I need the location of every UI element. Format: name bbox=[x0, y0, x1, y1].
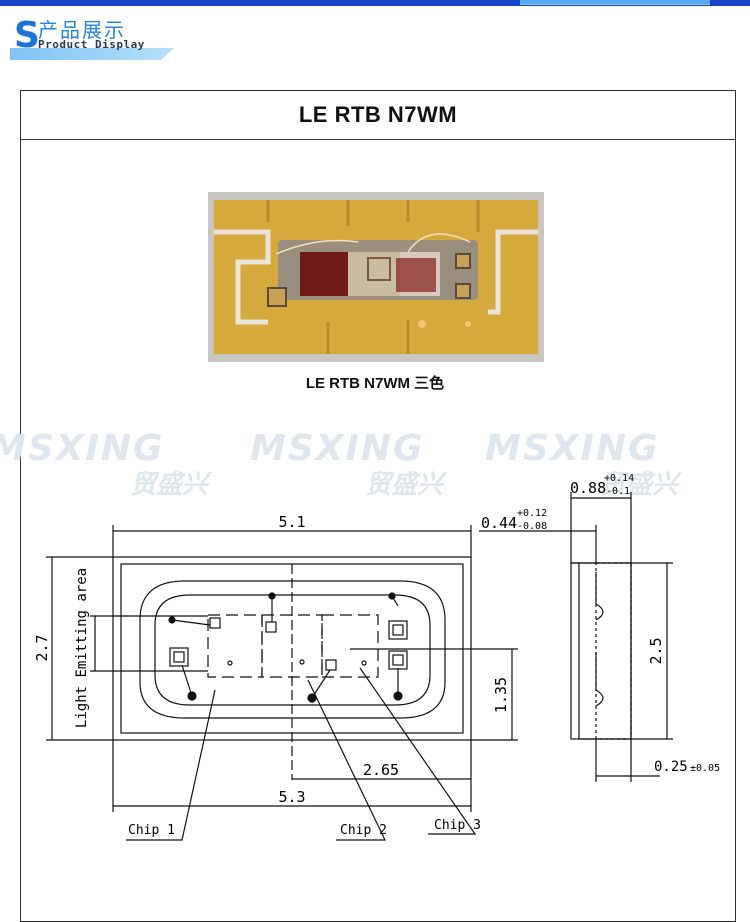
pad-left bbox=[169, 647, 189, 667]
chip-3-label: Chip 3 bbox=[434, 818, 481, 833]
dim-thickness-base: 0.88 bbox=[570, 479, 606, 497]
product-title: LE RTB N7WM bbox=[298, 102, 458, 127]
side-view-body bbox=[570, 562, 632, 740]
header-title-en: Product Display bbox=[38, 38, 145, 51]
dim-lens-base: 0.44 bbox=[481, 514, 517, 532]
dim-thickness-tol-plus: +0.14 bbox=[604, 473, 634, 484]
dim-lens-tol-minus: -0.08 bbox=[517, 521, 547, 532]
header-title-cn: 产品展示 bbox=[38, 18, 126, 42]
watermark-brand-en-1: MSXING bbox=[0, 428, 165, 469]
product-title-row: LE RTB N7WM bbox=[21, 91, 735, 140]
dim-offset-right: 1.35 bbox=[492, 677, 510, 713]
section-header: S 产品展示 Product Display bbox=[10, 12, 185, 60]
watermark-brand-en-3: MSXING bbox=[485, 428, 660, 469]
dim-height-left: 2.7 bbox=[33, 634, 51, 661]
dim-side-pad-tol: ±0.05 bbox=[690, 763, 720, 774]
product-photo bbox=[208, 192, 544, 362]
dim-lens-tol-plus: +0.12 bbox=[517, 508, 547, 519]
top-bar bbox=[0, 0, 750, 6]
dim-width-bottom: 5.3 bbox=[278, 788, 305, 806]
header-underline-bar bbox=[10, 48, 174, 60]
pad-right-bottom bbox=[388, 650, 408, 670]
product-photo-caption: LE RTB N7WM 三色 bbox=[305, 375, 445, 392]
pad-right-top bbox=[388, 620, 408, 640]
pad-mid-top bbox=[265, 621, 277, 633]
dim-width-top: 5.1 bbox=[278, 513, 305, 531]
dim-side-pad: 0.25 bbox=[654, 759, 688, 775]
dim-side-height: 2.5 bbox=[647, 637, 665, 664]
top-bar-tab bbox=[520, 0, 710, 5]
watermark-brand-cn-1: 贸盛兴 bbox=[130, 470, 209, 500]
light-emitting-area-label: Light Emitting area bbox=[74, 568, 90, 728]
dim-thickness-tol-minus: -0.1 bbox=[606, 486, 630, 497]
chip-1-outline bbox=[207, 614, 263, 678]
watermark-brand-cn-3: 贸盛兴 bbox=[600, 470, 679, 500]
dim-offset-bottom: 2.65 bbox=[363, 761, 399, 779]
chip-3-outline bbox=[321, 614, 379, 678]
watermark-brand-en-2: MSXING bbox=[250, 428, 425, 469]
header-letter-logo: S bbox=[14, 15, 40, 56]
chip-1-label: Chip 1 bbox=[128, 823, 175, 838]
chip-2-label: Chip 2 bbox=[340, 823, 387, 838]
watermark-brand-cn-2: 贸盛兴 bbox=[365, 470, 444, 500]
